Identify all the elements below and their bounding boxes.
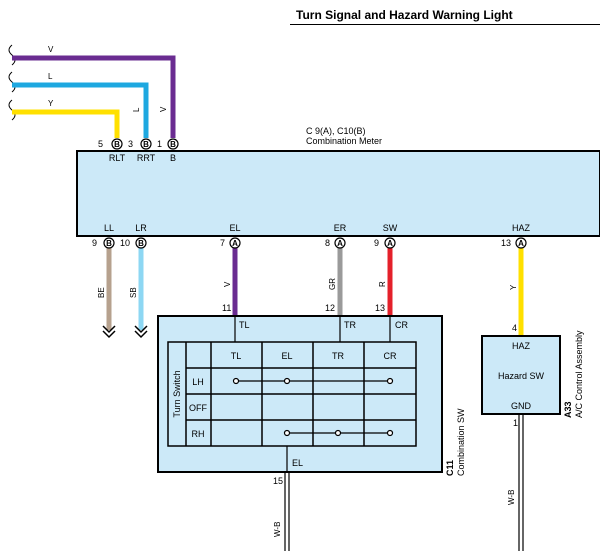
pin-rrt: 3 B RRT (128, 138, 156, 163)
haz-pin-4: 4 (512, 323, 517, 333)
pin-b: 1 B B (157, 138, 179, 163)
combo-label-el: EL (292, 458, 303, 468)
svg-text:8: 8 (325, 238, 330, 248)
svg-text:A: A (337, 239, 343, 248)
wire-code-wb-combo: W-B (273, 522, 282, 537)
pin-el: 7 A (220, 237, 241, 249)
combo-pin-11: 11 (222, 303, 231, 313)
diagram-title: Turn Signal and Hazard Warning Light (296, 8, 513, 22)
combo-label-cr: CR (395, 320, 408, 330)
svg-text:1: 1 (157, 139, 162, 149)
meter-label-haz: HAZ (512, 223, 531, 233)
svg-text:9: 9 (374, 238, 379, 248)
top-wires (12, 55, 176, 138)
combo-label-tr: TR (344, 320, 356, 330)
combo-pin-15: 15 (273, 476, 283, 486)
svg-text:B: B (114, 140, 120, 149)
svg-text:A: A (232, 239, 238, 248)
wire-yellow (12, 109, 120, 138)
wire-code-vertical-v: V (159, 106, 168, 112)
wire-code-gr: GR (328, 278, 337, 290)
svg-text:7: 7 (220, 238, 225, 248)
hazard-sw-label: Hazard SW (498, 371, 545, 381)
svg-text:A: A (518, 239, 524, 248)
combo-internal-leads (234, 316, 391, 472)
wire-code-v-el: V (223, 281, 232, 287)
meter-label-sw: SW (383, 223, 398, 233)
wire-code-l: L (48, 72, 53, 81)
continuity-marks (232, 377, 394, 437)
meter-name: Combination Meter (306, 136, 382, 146)
haz-label-haz: HAZ (512, 341, 531, 351)
meter-connector-id: C 9(A), C10(B) (306, 126, 366, 136)
pin-rlt: 5 B RLT (98, 138, 126, 163)
hazard-sw-box (481, 335, 561, 415)
col-tl: TL (231, 351, 242, 361)
wire-violet (12, 55, 176, 138)
wire-code-vertical-l: L (132, 107, 141, 112)
pin-ll: 9 B (92, 237, 115, 249)
meter-label-lr: LR (135, 223, 147, 233)
wire-code-y: Y (48, 99, 54, 108)
combination-meter-box (76, 150, 600, 237)
svg-text:B: B (106, 239, 112, 248)
svg-text:B: B (170, 140, 176, 149)
title-rule (290, 24, 600, 25)
wire-blue (12, 82, 149, 138)
turn-switch-label: Turn Switch (172, 370, 182, 417)
row-off: OFF (189, 403, 207, 413)
wire-code-be: BE (97, 287, 106, 298)
svg-text:RRT: RRT (137, 153, 156, 163)
combo-name: Combination SW (456, 408, 466, 476)
break-mark-l (8, 71, 16, 93)
wire-code-y-haz: Y (509, 284, 518, 290)
wire-code-r: R (378, 281, 387, 287)
svg-text:RLT: RLT (109, 153, 126, 163)
wire-code-sb: SB (129, 287, 138, 298)
hazard-name: A/C Control Assembly (574, 330, 584, 418)
row-lh: LH (192, 377, 204, 387)
break-mark-v (8, 44, 16, 66)
svg-text:9: 9 (92, 238, 97, 248)
meter-output-wires (106, 248, 524, 336)
svg-text:B: B (143, 140, 149, 149)
combo-pin-13: 13 (375, 303, 385, 313)
svg-text:5: 5 (98, 139, 103, 149)
meter-label-ll: LL (104, 223, 114, 233)
svg-text:B: B (138, 239, 144, 248)
pin-er: 8 A (325, 237, 346, 249)
col-cr: CR (384, 351, 397, 361)
hazard-connector-id: A33 (563, 401, 573, 418)
pin-lr: 10 B (120, 237, 147, 249)
col-tr: TR (332, 351, 344, 361)
wire-code-v: V (48, 45, 54, 54)
haz-label-gnd: GND (511, 401, 532, 411)
svg-text:3: 3 (128, 139, 133, 149)
pin-haz: 13 A (501, 237, 527, 249)
combo-label-tl: TL (239, 320, 250, 330)
ground-wire-hazard (518, 415, 524, 551)
svg-text:13: 13 (501, 238, 511, 248)
svg-text:B: B (170, 153, 176, 163)
combo-connector-id: C11 (445, 460, 455, 476)
meter-label-er: ER (334, 223, 347, 233)
haz-pin-1: 1 (513, 418, 518, 428)
svg-text:10: 10 (120, 238, 130, 248)
turn-switch-table (167, 341, 417, 447)
wire-code-wb-hazard: W-B (507, 490, 516, 505)
pin-sw: 9 A (374, 237, 396, 249)
col-el: EL (281, 351, 292, 361)
meter-label-el: EL (229, 223, 240, 233)
ground-wire-combo (284, 473, 290, 551)
svg-text:A: A (387, 239, 393, 248)
meter-bottom-pins: 9 B 10 B 7 A 8 A 9 A 13 A (92, 237, 527, 249)
meter-top-pins: 5 B RLT 3 B RRT 1 B B (98, 138, 179, 163)
wire-continuation-arrows (102, 325, 148, 339)
row-rh: RH (192, 429, 205, 439)
combo-pin-12: 12 (325, 303, 335, 313)
